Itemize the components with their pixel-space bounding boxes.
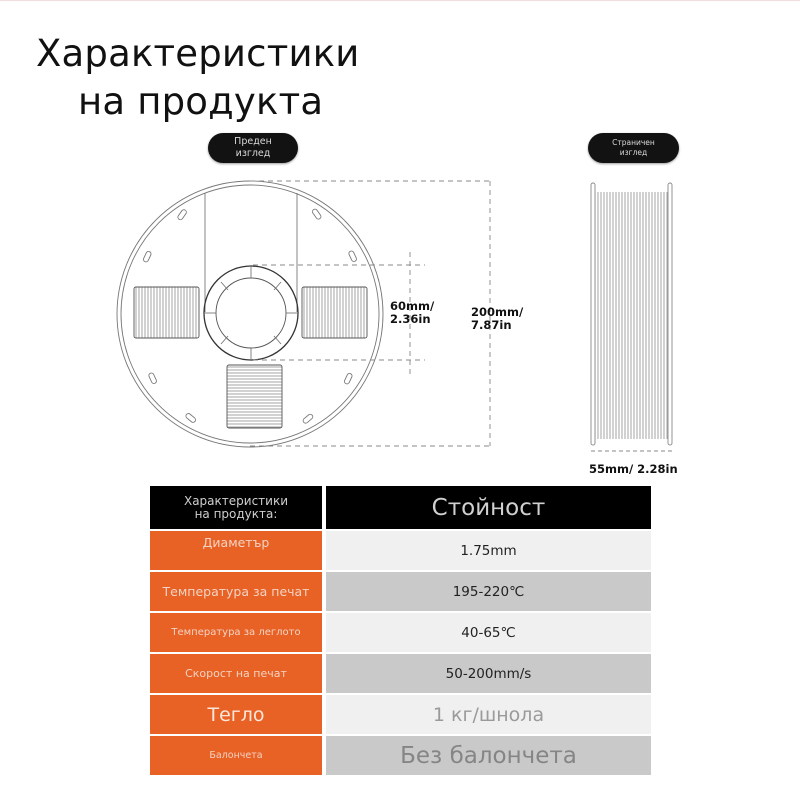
table-row: Тегло 1 кг/шнола	[150, 695, 651, 734]
spool-drawing	[116, 180, 673, 452]
outer-diameter-label: 200mm/ 7.87in	[471, 306, 523, 332]
header-characteristics: Характеристики на продукта:	[150, 486, 322, 529]
hub-dim-mm: 60mm/	[390, 299, 435, 313]
dimension-lines	[250, 180, 491, 447]
width-label: 55mm/ 2.28in	[589, 462, 678, 476]
title-line-1: Характеристики	[36, 32, 360, 75]
top-border	[0, 0, 800, 1]
table-row: Температура за леглото 40-65℃	[150, 613, 651, 652]
row-value: 40-65℃	[326, 613, 651, 652]
front-view-badge: Преден изглед	[208, 133, 298, 163]
page-title: Характеристики на продукта	[36, 30, 360, 126]
row-value: 195-220℃	[326, 572, 651, 611]
front-view-spool	[116, 180, 384, 448]
row-value: 1 кг/шнола	[326, 695, 651, 734]
table-header-row: Характеристики на продукта: Стойност	[150, 486, 651, 529]
outer-dim-mm: 200mm/	[471, 305, 524, 319]
front-view-line-1: Преден	[234, 136, 272, 147]
row-label: Балончета	[150, 736, 322, 775]
row-label: Скорост на печат	[150, 654, 322, 693]
row-value: 50-200mm/s	[326, 654, 651, 693]
side-view-line-2: изглед	[619, 148, 648, 157]
row-label: Диаметър	[150, 531, 322, 570]
side-view-line-1: Страничен	[612, 138, 655, 147]
row-value: 1.75mm	[326, 531, 651, 570]
row-label: Температура за печат	[150, 572, 322, 611]
row-value: Без балончета	[326, 736, 651, 775]
hub-diameter-label: 60mm/ 2.36in	[390, 300, 434, 326]
header-value: Стойност	[326, 486, 651, 529]
title-line-2: на продукта	[78, 80, 324, 123]
side-view-spool	[590, 182, 673, 452]
table-row: Скорост на печат 50-200mm/s	[150, 654, 651, 693]
row-label: Тегло	[150, 695, 322, 734]
table-row: Температура за печат 195-220℃	[150, 572, 651, 611]
row-label: Температура за леглото	[150, 613, 322, 652]
outer-dim-in: 7.87in	[471, 318, 512, 332]
table-row: Балончета Без балончета	[150, 736, 651, 775]
header-left-line-1: Характеристики	[183, 493, 288, 508]
side-view-badge: Страничен изглед	[588, 133, 679, 163]
header-left-line-2: на продукта:	[194, 506, 278, 521]
table-row: Диаметър 1.75mm	[150, 531, 651, 570]
hub-dim-in: 2.36in	[390, 312, 431, 326]
front-view-line-2: изглед	[235, 148, 271, 159]
spec-table: Характеристики на продукта: Стойност Диа…	[146, 484, 655, 777]
